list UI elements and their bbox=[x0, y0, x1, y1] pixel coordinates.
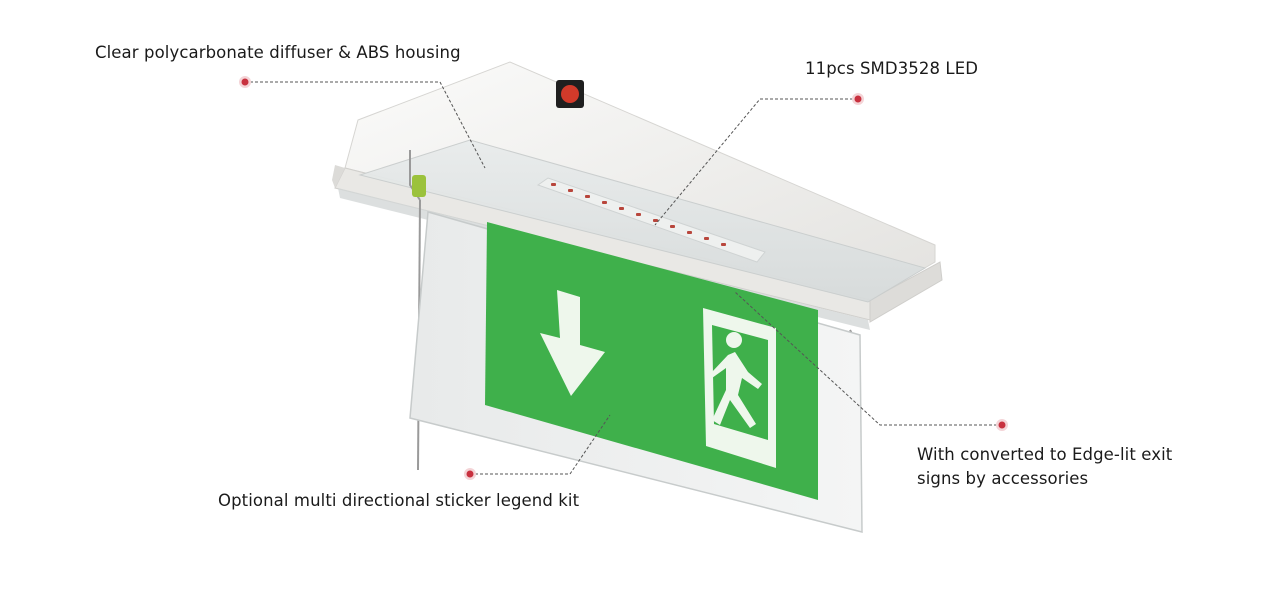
callout-led-label: 11pcs SMD3528 LED bbox=[805, 59, 979, 78]
leader-sticker bbox=[470, 414, 611, 475]
down-arrow-icon bbox=[540, 290, 605, 396]
callout-edge-lit-label: With converted to Edge-lit exit signs by… bbox=[917, 445, 1173, 488]
callout-sticker-label: Optional multi directional sticker legen… bbox=[218, 491, 580, 510]
leader-led bbox=[654, 98, 858, 226]
wire-clip bbox=[412, 175, 426, 197]
running-man-icon bbox=[703, 308, 776, 468]
callout-leaders bbox=[245, 81, 1002, 475]
test-button bbox=[556, 80, 584, 108]
callout-diffuser-label: Clear polycarbonate diffuser & ABS housi… bbox=[95, 43, 461, 62]
led-strip bbox=[536, 177, 766, 263]
leader-edge bbox=[734, 291, 1002, 426]
leader-diffuser bbox=[245, 81, 486, 169]
callout-dots bbox=[239, 76, 1008, 480]
